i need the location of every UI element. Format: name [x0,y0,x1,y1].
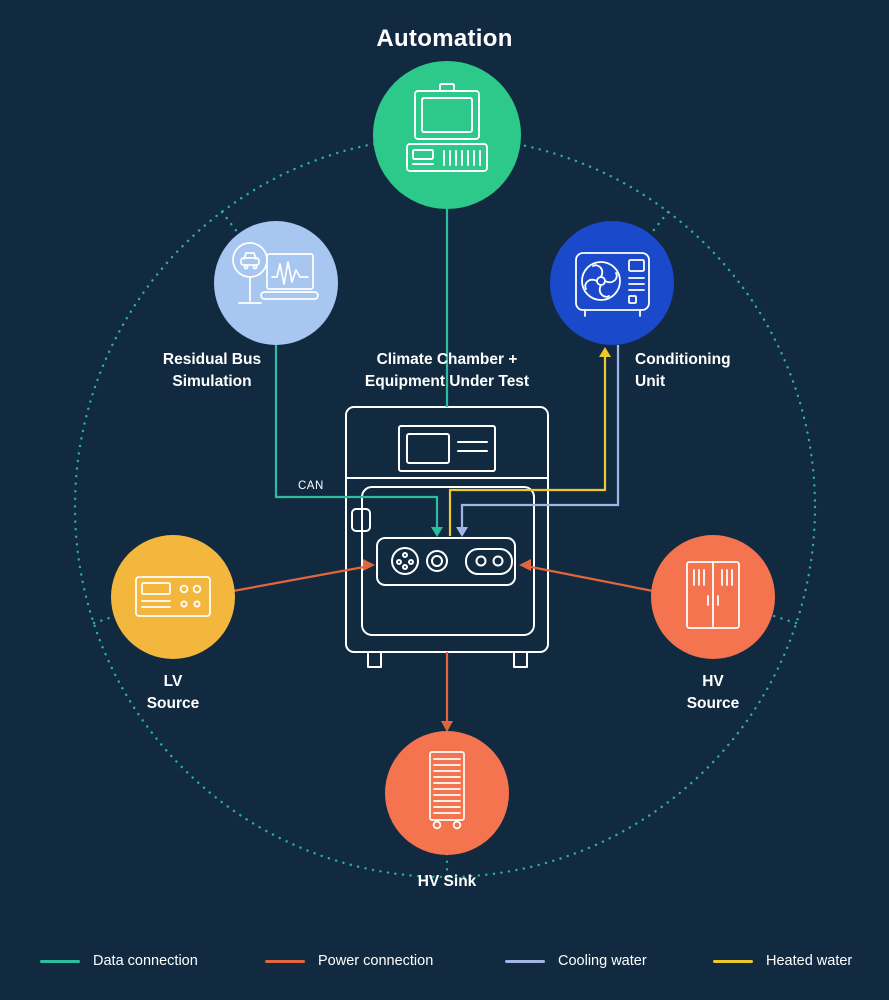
data-arrow [431,527,443,537]
cooling-arrow [456,527,468,537]
ring-spoke [711,595,798,625]
power-arrow [519,559,531,571]
automation-node-label: Automation [376,25,513,52]
conditioning-unit-label-line2: Unit [635,373,666,391]
climate-chamber-icon [345,406,549,668]
conditioning-unit-label: Conditioning Unit [635,349,731,394]
power-arrow [441,721,453,732]
air-conditioner-icon [575,252,650,317]
cooling-water-swatch [505,959,545,963]
hv-source-label-line1: HV [702,673,724,690]
server-rack-icon [429,751,465,830]
power-connection-lines [232,559,654,732]
residual-bus-label-line2: Simulation [172,373,252,391]
computer-icon [406,83,488,172]
hv-source-label-line2: Source [686,695,740,713]
data-line-can [274,345,439,529]
power-connection-swatch [265,959,305,963]
legend-item-data-connection: Data connection [40,953,198,969]
legend-item-heated-water: Heated water [713,953,852,969]
data-connection-swatch [40,959,80,963]
hv-sink-label: HV Sink [417,873,477,890]
hv-source-label: HV Source [687,671,740,716]
heated-arrow [599,347,611,357]
climate-chamber-label: Climate Chamber + Equipment Under Test [365,349,529,394]
legend-label-heated-water: Heated water [766,953,853,969]
car-laptop-icon [232,242,319,304]
data-connection-lines [274,209,449,537]
power-supply-icon [135,576,211,617]
cooling-water-line [456,345,620,537]
residual-bus-label-line1: Residual Bus [162,351,262,368]
lv-source-label-line2: Source [146,695,200,713]
residual-bus-node-circle [214,221,338,345]
legend-label-data-connection: Data connection [93,953,198,969]
heated-water-line [448,347,611,536]
lv-source-node-circle [111,535,235,659]
lv-source-label-line1: LV [163,673,183,690]
climate-chamber-label-line1: Climate Chamber + [376,351,518,368]
cabinet-icon [686,561,740,629]
hv-sink-node-circle [385,731,509,855]
legend-item-cooling-water: Cooling water [505,953,647,969]
legend-item-power-connection: Power connection [265,953,433,969]
nodes [111,61,775,855]
ring-circle [73,135,817,879]
power-line-lv [232,565,365,593]
conditioning-node-circle [550,221,674,345]
heated-water-swatch [713,959,753,963]
lv-source-label: LV Source [147,671,200,716]
power-line-hv-source [530,565,654,593]
conditioning-unit-label-line1: Conditioning [635,351,731,368]
climate-chamber-label-line2: Equipment Under Test [364,373,530,391]
can-bus-label: CAN [298,480,324,492]
automation-node-circle [373,61,521,209]
power-arrow [363,559,375,571]
legend-label-power-connection: Power connection [318,953,434,969]
legend-label-cooling-water: Cooling water [558,953,647,969]
residual-bus-label: Residual Bus Simulation [163,349,261,394]
